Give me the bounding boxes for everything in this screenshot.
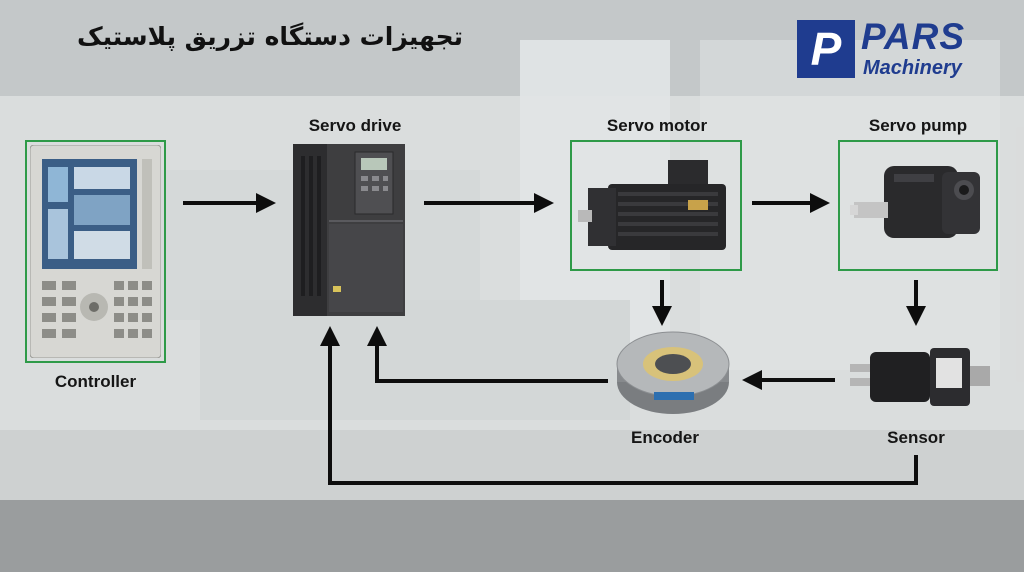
arrow-sensor-to-drive <box>320 326 918 485</box>
pars-machinery-logo: P PARS Machinery <box>797 16 1007 82</box>
servo-motor-icon <box>578 160 726 250</box>
servo-motor-frame <box>570 140 742 271</box>
logo-name: PARS <box>861 16 966 57</box>
logo-mark: P <box>797 20 855 78</box>
logo-subtitle: Machinery <box>863 57 962 79</box>
controller-panel-icon <box>30 145 161 358</box>
page-title: تجهیزات دستگاه تزریق پلاستیک <box>77 22 463 51</box>
encoder-label: Encoder <box>630 428 700 447</box>
servo-motor-label: Servo motor <box>606 116 708 135</box>
servo-drive-label: Servo drive <box>308 116 402 135</box>
controller-label: Controller <box>54 372 137 391</box>
servo-pump-frame <box>838 140 998 271</box>
controller-frame <box>25 140 166 363</box>
servo-pump-label: Servo pump <box>868 116 968 135</box>
sensor-icon <box>850 348 990 406</box>
servo-drive-icon <box>293 144 405 316</box>
servo-pump-icon <box>850 166 980 238</box>
diagram-panel <box>0 96 1024 500</box>
logo-letter: P <box>810 23 842 75</box>
sensor-label: Sensor <box>887 428 945 447</box>
arrow-encoder-to-drive <box>367 326 608 383</box>
encoder-icon <box>616 331 730 414</box>
